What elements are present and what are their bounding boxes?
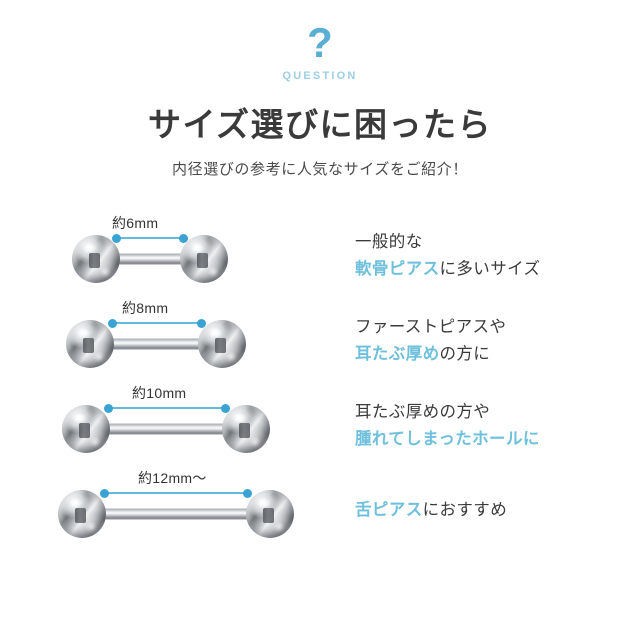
size-list: 約6mm 一般的な 軟骨ピアスに多いサイズ 約8mm — [0, 213, 640, 553]
barbell-graphic: 約10mm — [0, 383, 340, 468]
page-subtitle: 内径選びの参考に人気なサイズをご紹介！ — [172, 161, 468, 178]
dimension-line — [108, 318, 206, 328]
dimension-dot-left — [104, 403, 113, 413]
description-highlight: 舌ピアス — [355, 501, 423, 520]
question-label: QUESTION — [282, 70, 358, 82]
size-row: 約10mm 耳たぶ厚めの方や 腫れてしまったホールに — [0, 383, 640, 468]
size-description: 舌ピアスにおすすめ — [355, 468, 507, 553]
description-line-2: 耳たぶ厚めの方に — [355, 341, 506, 367]
size-row: 約6mm 一般的な 軟骨ピアスに多いサイズ — [0, 213, 640, 298]
dimension-dot-right — [243, 488, 252, 498]
barbell-ball-left — [72, 235, 120, 283]
barbell-ball-right — [180, 235, 228, 283]
description-rest: の方に — [439, 344, 491, 363]
dimension-dot-left — [100, 488, 109, 498]
dimension-dot-right — [197, 318, 206, 328]
barbell-bar — [106, 338, 206, 350]
size-description: 耳たぶ厚めの方や 腫れてしまったホールに — [355, 383, 540, 468]
barbell-12mm — [58, 484, 294, 544]
size-label: 約8mm — [122, 300, 169, 316]
barbell-bar — [102, 508, 252, 520]
description-line-1: 一般的な — [355, 233, 423, 252]
question-mark-icon: ? — [307, 19, 333, 66]
barbell-ball-right — [222, 405, 270, 453]
barbell-bar — [108, 253, 192, 265]
dimension-dot-left — [112, 233, 121, 243]
description-line-2: 腫れてしまったホールに — [355, 426, 540, 452]
barbell-ball-left — [62, 405, 110, 453]
size-row: 約8mm ファーストピアスや 耳たぶ厚めの方に — [0, 298, 640, 383]
barbell-graphic: 約6mm — [0, 213, 340, 298]
barbell-graphic: 約12mm〜 — [0, 468, 340, 553]
dimension-dot-right — [221, 403, 230, 413]
barbell-10mm — [62, 399, 270, 459]
description-line-2: 軟骨ピアスに多いサイズ — [355, 256, 540, 282]
description-line-1: 耳たぶ厚めの方や — [355, 403, 491, 422]
barbell-8mm — [66, 314, 246, 374]
barbell-graphic: 約8mm — [0, 298, 340, 383]
description-highlight: 腫れてしまったホールに — [355, 429, 540, 448]
page-title: サイズ選びに困ったら — [147, 106, 492, 143]
size-description: 一般的な 軟骨ピアスに多いサイズ — [355, 213, 540, 298]
description-highlight: 耳たぶ厚め — [355, 344, 440, 363]
description-highlight: 軟骨ピアス — [355, 259, 440, 278]
size-label: 約6mm — [112, 215, 159, 231]
size-row: 約12mm〜 舌ピアスにおすすめ — [0, 468, 640, 553]
barbell-ball-left — [66, 320, 114, 368]
description-line-1: ファーストピアスや — [355, 318, 507, 337]
dimension-dot-left — [108, 318, 117, 328]
header: ? QUESTION サイズ選びに困ったら 内径選びの参考に人気なサイズをご紹介… — [0, 0, 640, 179]
barbell-6mm — [72, 229, 228, 289]
dimension-line — [104, 403, 230, 413]
description-rest: に多いサイズ — [439, 259, 541, 278]
description-rest: におすすめ — [422, 501, 508, 520]
barbell-ball-right — [198, 320, 246, 368]
barbell-ball-right — [246, 490, 294, 538]
barbell-ball-left — [58, 490, 106, 538]
size-label: 約10mm — [132, 385, 187, 401]
description-line-2: 舌ピアスにおすすめ — [355, 497, 507, 523]
size-description: ファーストピアスや 耳たぶ厚めの方に — [355, 298, 506, 383]
size-label: 約12mm〜 — [138, 470, 207, 486]
barbell-bar — [104, 423, 228, 435]
dimension-dot-right — [179, 233, 188, 243]
dimension-line — [100, 488, 252, 498]
dimension-line — [112, 233, 188, 243]
